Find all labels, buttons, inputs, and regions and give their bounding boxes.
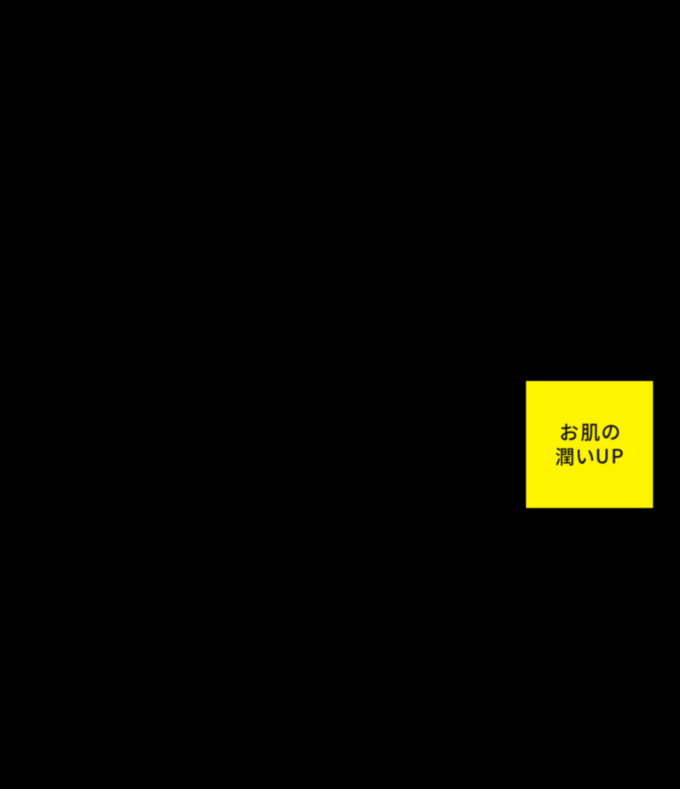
skin-moisture-badge: お肌の 潤いUP bbox=[526, 381, 653, 508]
badge-text-art bbox=[555, 423, 623, 466]
glyph-0x304a bbox=[560, 423, 578, 441]
glyph-0x808c bbox=[581, 423, 600, 442]
badge-glyphs bbox=[555, 423, 623, 466]
glyph-0x6f64 bbox=[555, 447, 574, 466]
glyph-P bbox=[612, 448, 623, 464]
glyph-0x3044 bbox=[577, 449, 594, 464]
glyph-0x306e bbox=[602, 424, 619, 440]
glyph-U bbox=[596, 448, 608, 464]
